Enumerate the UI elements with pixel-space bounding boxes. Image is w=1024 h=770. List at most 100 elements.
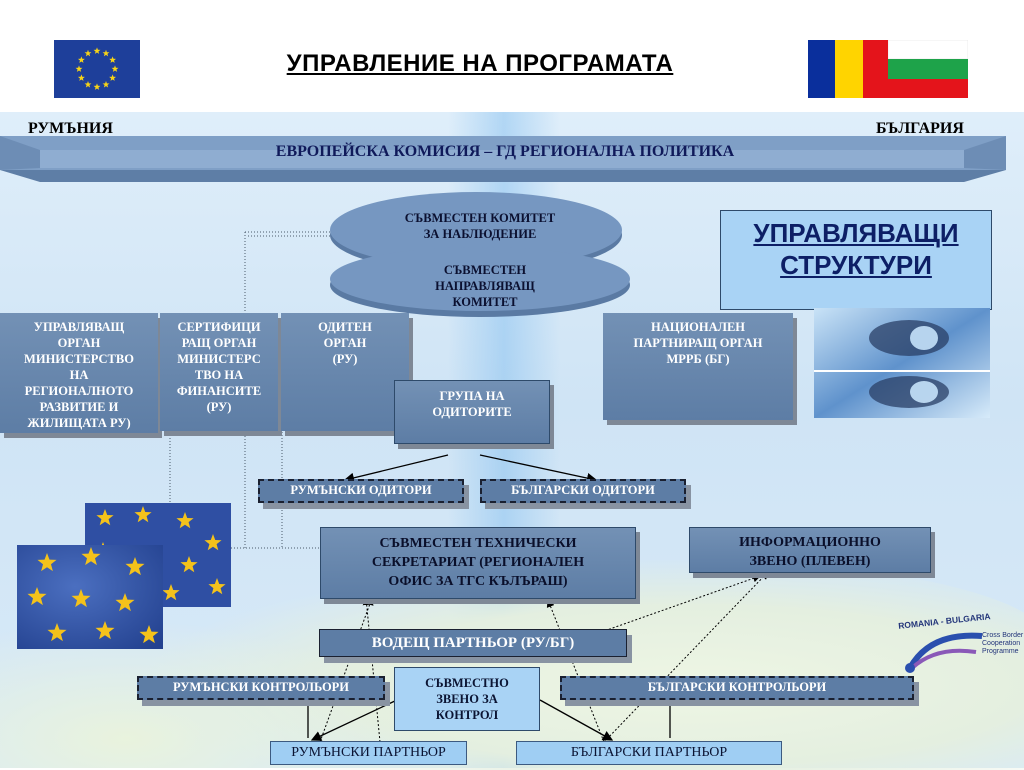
joint-control-line3: КОНТРОЛ (435, 708, 499, 722)
managing-authority-line4: НА (69, 368, 89, 382)
certifying-authority-line6: (РУ) (206, 400, 232, 414)
eu-star-icon (77, 74, 85, 81)
steering-committee-line2: НАПРАВЛЯВАЩ (435, 279, 535, 293)
management-structures-box: УПРАВЛЯВАЩИ СТРУКТУРИ (720, 210, 992, 310)
audit-authority-line2: ОРГАН (323, 336, 367, 350)
audit-authority-line3: (РУ) (332, 352, 358, 366)
eu-star-icon (102, 49, 110, 57)
managing-authority-line5: РЕГИОНАЛНОТО (24, 384, 134, 398)
eu-star-icon (109, 74, 117, 81)
national-authority-box: НАЦИОНАЛЕН ПАРТНИРАЩ ОРГАН МРРБ (БГ) (603, 313, 793, 420)
photo-star-icon (134, 506, 152, 523)
photo-star-icon (96, 509, 114, 526)
eu-star-icon (111, 65, 119, 72)
photo-star-icon (125, 557, 145, 576)
national-authority-line3: МРРБ (БГ) (666, 352, 730, 366)
managing-authority-box: УПРАВЛЯВАЩ ОРГАН МИНИСТЕРСТВО НА РЕГИОНА… (0, 313, 158, 433)
secretariat-line3: ОФИС ЗА ТГС КЪЛЪРАШ) (388, 574, 568, 589)
romanian-controllers-box: РУМЪНСКИ КОНТРОЛЬОРИ (137, 676, 385, 700)
steering-committee: СЪВМЕСТЕН НАПРАВЛЯВАЩ КОМИТЕТ (380, 262, 590, 310)
romania-flag-icon (808, 40, 890, 98)
photo-star-icon (208, 578, 226, 595)
joint-technical-secretariat-box: СЪВМЕСТЕН ТЕХНИЧЕСКИ СЕКРЕТАРИАТ (РЕГИОН… (320, 527, 636, 599)
hands-globe-photo (814, 308, 990, 418)
monitoring-committee-line1: СЪВМЕСТЕН КОМИТЕТ (404, 211, 556, 225)
romanian-partner-box: РУМЪНСКИ ПАРТНЬОР (270, 741, 467, 765)
photo-star-icon (95, 621, 115, 640)
national-authority-line2: ПАРТНИРАЩ ОРГАН (633, 336, 763, 350)
audit-authority-line1: ОДИТЕН (318, 320, 372, 334)
bulgaria-flag-icon (888, 40, 968, 98)
committee-ellipses (330, 192, 630, 317)
country-label-bulgaria: БЪЛГАРИЯ (876, 120, 964, 137)
photo-star-icon (180, 556, 198, 573)
eu-star-icon (84, 80, 92, 88)
eu-star-icon (109, 56, 117, 63)
photo-star-icon (162, 584, 180, 601)
hands-globe-image (814, 308, 990, 418)
programme-logo-icon (905, 632, 983, 673)
eu-star-icon (93, 83, 101, 90)
managing-authority-line1: УПРАВЛЯВАЩ (33, 320, 125, 334)
auditors-group-line2: ОДИТОРИТЕ (432, 405, 512, 419)
steering-committee-line3: КОМИТЕТ (452, 295, 518, 309)
auditors-group-line1: ГРУПА НА (439, 389, 505, 403)
certifying-authority-line5: ФИНАНСИТЕ (176, 384, 262, 398)
eu-star-icon (84, 49, 92, 57)
bulgarian-auditors-box: БЪЛГАРСКИ ОДИТОРИ (480, 479, 686, 503)
photo-star-icon (27, 587, 47, 606)
managing-authority-line6: РАЗВИТИЕ И (39, 400, 119, 414)
photo-star-icon (139, 625, 159, 644)
photo-star-icon (37, 553, 57, 572)
managing-authority-line3: МИНИСТЕРСТВО (24, 352, 134, 366)
info-point-line1: ИНФОРМАЦИОННО (739, 535, 881, 550)
secretariat-line1: СЪВМЕСТЕН ТЕХНИЧЕСКИ (379, 536, 577, 551)
management-structures-line1: УПРАВЛЯВАЩИ (753, 218, 959, 248)
certifying-authority-line2: РАЩ ОРГАН (181, 336, 257, 350)
bulgarian-controllers-box: БЪЛГАРСКИ КОНТРОЛЬОРИ (560, 676, 914, 700)
managing-authority-line2: ОРГАН (57, 336, 101, 350)
auditors-group-box: ГРУПА НА ОДИТОРИТЕ (394, 380, 550, 444)
national-authority-line1: НАЦИОНАЛЕН (650, 320, 746, 334)
audit-authority-box: ОДИТЕН ОРГАН (РУ) (281, 313, 409, 431)
photo-star-icon (204, 534, 222, 551)
photo-star-icon (115, 593, 135, 612)
romanian-auditors-box: РУМЪНСКИ ОДИТОРИ (258, 479, 464, 503)
managing-authority-line7: ЖИЛИЩАТА РУ) (27, 416, 131, 430)
page-title: УПРАВЛЕНИЕ НА ПРОГРАМАТА (286, 50, 674, 77)
eu-star-icon (77, 56, 85, 63)
eu-star-icon (75, 65, 83, 72)
joint-control-line2: ЗВЕНО ЗА (436, 692, 498, 706)
photo-star-icon (47, 623, 67, 642)
lead-partner-box: ВОДЕЩ ПАРТНЬОР (РУ/БГ) (319, 629, 627, 657)
eu-stars-image-front (17, 545, 163, 649)
management-structures-line2: СТРУКТУРИ (780, 250, 932, 280)
certifying-authority-line4: ТВО НА (194, 368, 244, 382)
eu-flag-icon (54, 40, 140, 98)
eu-star-icon (102, 80, 110, 88)
joint-control-unit-box: СЪВМЕСТНО ЗВЕНО ЗА КОНТРОЛ (394, 667, 540, 731)
logo-line2: Cooperation (982, 640, 1021, 647)
joint-control-line1: СЪВМЕСТНО (425, 676, 509, 690)
photo-star-icon (81, 547, 101, 566)
bulgarian-partner-box: БЪЛГАРСКИ ПАРТНЬОР (516, 741, 782, 765)
country-label-romania: РУМЪНИЯ (28, 120, 113, 137)
commission-banner (0, 136, 1006, 182)
logo-line1: Cross Border (982, 632, 1024, 639)
certifying-authority-box: СЕРТИФИЦИ РАЩ ОРГАН МИНИСТЕРС ТВО НА ФИН… (160, 313, 278, 431)
eu-star-icon (93, 47, 101, 54)
photo-star-icon (71, 589, 91, 608)
eu-stars-photo-front (17, 545, 163, 649)
logo-line3: Programme (982, 648, 1019, 655)
commission-banner-text: ЕВРОПЕЙСКА КОМИСИЯ – ГД РЕГИОНАЛНА ПОЛИТ… (275, 143, 735, 160)
info-point-box: ИНФОРМАЦИОННО ЗВЕНО (ПЛЕВЕН) (689, 527, 931, 573)
certifying-authority-line3: МИНИСТЕРС (177, 352, 261, 366)
photo-star-icon (176, 512, 194, 529)
logo-subtitle: Cross Border Cooperation Programme (982, 632, 1023, 656)
monitoring-committee: СЪВМЕСТЕН КОМИТЕТ ЗА НАБЛЮДЕНИЕ (370, 210, 590, 242)
monitoring-committee-line2: ЗА НАБЛЮДЕНИЕ (423, 227, 537, 241)
info-point-line2: ЗВЕНО (ПЛЕВЕН) (749, 554, 871, 569)
secretariat-line2: СЕКРЕТАРИАТ (РЕГИОНАЛЕН (371, 555, 585, 570)
steering-committee-line1: СЪВМЕСТЕН (443, 263, 527, 277)
certifying-authority-line1: СЕРТИФИЦИ (177, 320, 261, 334)
